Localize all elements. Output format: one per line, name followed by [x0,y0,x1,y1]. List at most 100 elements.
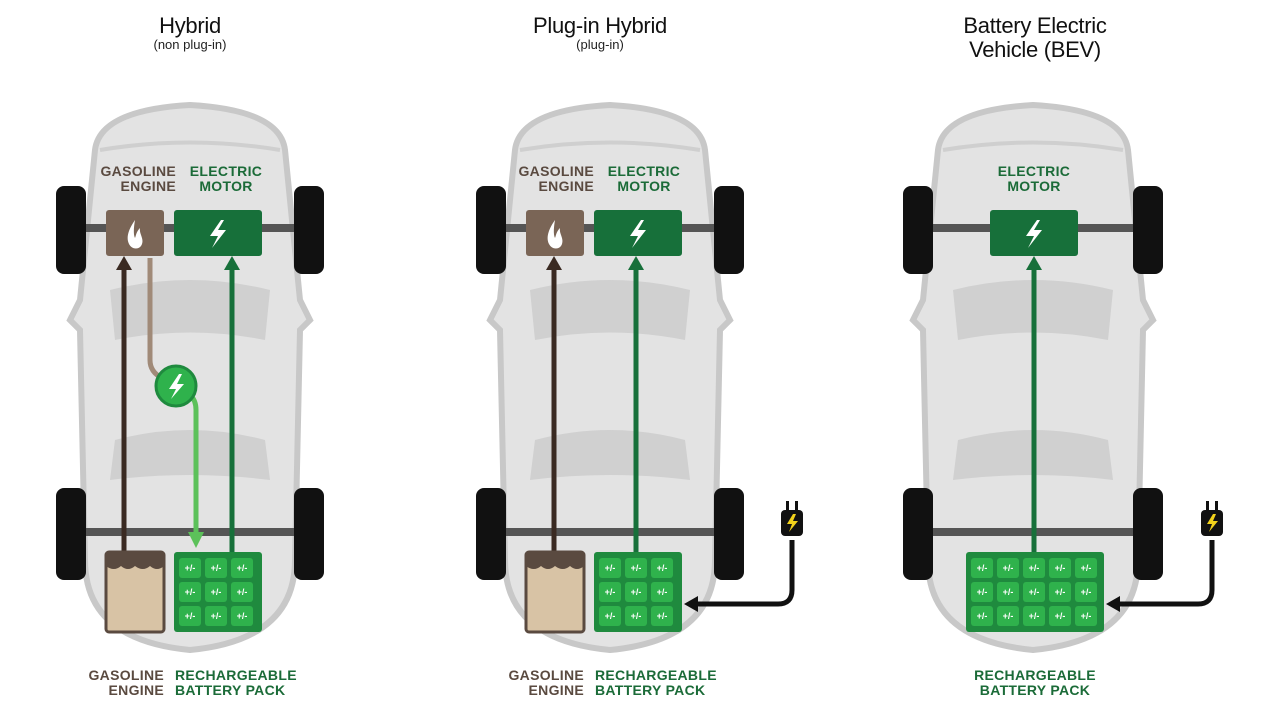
battery-cell-label: +/- [185,563,196,573]
battery-cell [625,606,647,626]
battery-cell-label: +/- [1029,587,1040,597]
charging-cord [1118,540,1215,607]
battery-cell [599,558,621,578]
battery-cell [599,606,621,626]
battery-cell-label: +/- [185,611,196,621]
label-line: GASOLINE [100,163,176,179]
phev-top-engine-label: GASOLINE ENGINE [496,164,594,194]
battery-cell [1075,582,1097,602]
battery-cell [1023,582,1045,602]
battery-cell [625,558,647,578]
charging-cord [696,540,795,607]
lightning-icon [210,220,226,248]
wheel-front-left [476,186,506,274]
phev-car: +/-+/-+/-+/-+/-+/-+/-+/-+/- [476,101,803,654]
hybrid-bottom-battery-label: RECHARGEABLE BATTERY PACK [175,668,315,698]
hybrid-top-engine-label: GASOLINE ENGINE [78,164,176,194]
flame-icon [127,220,143,249]
hybrid-top-motor-label: ELECTRIC MOTOR [176,164,276,194]
wheel-rear-left [56,488,86,580]
battery-cell-label: +/- [1029,611,1040,621]
rear-axle [495,528,725,536]
battery-cell [1023,558,1045,578]
electric-arrowhead [224,256,240,270]
phev-title-block: Plug-in Hybrid (plug-in) [500,14,700,52]
label-line: BATTERY PACK [595,682,706,698]
battery-cell [231,558,253,578]
wheel-rear-right [1133,488,1163,580]
battery-cell-label: +/- [657,563,668,573]
battery-cell-label: +/- [1003,587,1014,597]
bev-bottom-battery-label: RECHARGEABLE BATTERY PACK [960,668,1110,698]
battery-cell-label: +/- [631,587,642,597]
battery-cell-label: +/- [1081,563,1092,573]
label-line: MOTOR [617,178,671,194]
battery-cell-label: +/- [1081,587,1092,597]
battery-cell-label: +/- [237,611,248,621]
label-line: ELECTRIC [607,163,681,179]
phev-subtitle: (plug-in) [576,37,624,52]
bev-car: +/-+/-+/-+/-+/-+/-+/-+/-+/-+/-+/-+/-+/-+… [903,101,1223,654]
battery-cell-label: +/- [185,587,196,597]
battery-cell-label: +/- [631,611,642,621]
battery-cell [231,582,253,602]
label-line: ENGINE [120,178,176,194]
charging-arrowhead [684,596,698,612]
battery-cell-label: +/- [1055,587,1066,597]
label-line: RECHARGEABLE [974,667,1096,683]
battery-cell [1075,558,1097,578]
hybrid-bottom-engine-label: GASOLINE ENGINE [60,668,164,698]
battery-cell [205,558,227,578]
battery-cell-label: +/- [657,611,668,621]
bev-title-line-2: Vehicle (BEV) [969,37,1101,62]
wheel-rear-left [903,488,933,580]
battery-cells: +/-+/-+/-+/-+/-+/-+/-+/-+/- [179,558,253,626]
battery-cell-label: +/- [1055,611,1066,621]
label-line: ELECTRIC [189,163,263,179]
lightning-icon [630,220,646,248]
electric-arrowhead [628,256,644,270]
battery-cell-label: +/- [977,611,988,621]
wheel-front-right [294,186,324,274]
battery-cell [1023,606,1045,626]
battery-cells: +/-+/-+/-+/-+/-+/-+/-+/-+/- [599,558,673,626]
phev-top-motor-label: ELECTRIC MOTOR [594,164,694,194]
hybrid-title: Hybrid [159,13,221,38]
battery-cell-label: +/- [605,587,616,597]
hybrid-car: +/-+/-+/-+/-+/-+/-+/-+/-+/- [56,101,324,654]
label-line: ENGINE [528,682,584,698]
battery-cell-label: +/- [657,587,668,597]
battery-cell-label: +/- [211,587,222,597]
battery-cell [997,606,1019,626]
regen-arrowhead [188,532,204,548]
battery-cell-label: +/- [1003,563,1014,573]
battery-cell-label: +/- [237,587,248,597]
wheel-front-right [1133,186,1163,274]
charging-arrowhead [1106,596,1120,612]
wheel-front-right [714,186,744,274]
battery-cell [997,582,1019,602]
phev-bottom-engine-label: GASOLINE ENGINE [480,668,584,698]
battery-cell [651,558,673,578]
battery-cell [179,582,201,602]
battery-cell-label: +/- [977,563,988,573]
battery-cell-label: +/- [605,611,616,621]
battery-cell [1049,582,1071,602]
label-line: MOTOR [1007,178,1061,194]
battery-cell [231,606,253,626]
label-line: ELECTRIC [997,163,1071,179]
phev-title: Plug-in Hybrid [533,13,667,38]
battery-cell [1075,606,1097,626]
wheel-rear-right [294,488,324,580]
battery-cell [997,558,1019,578]
battery-cell [651,582,673,602]
battery-cell [651,606,673,626]
battery-cell-label: +/- [237,563,248,573]
battery-cell-label: +/- [605,563,616,573]
battery-cell-label: +/- [1003,611,1014,621]
battery-cell [179,606,201,626]
label-line: BATTERY PACK [979,682,1091,698]
flame-icon [547,220,563,249]
wheel-front-left [56,186,86,274]
